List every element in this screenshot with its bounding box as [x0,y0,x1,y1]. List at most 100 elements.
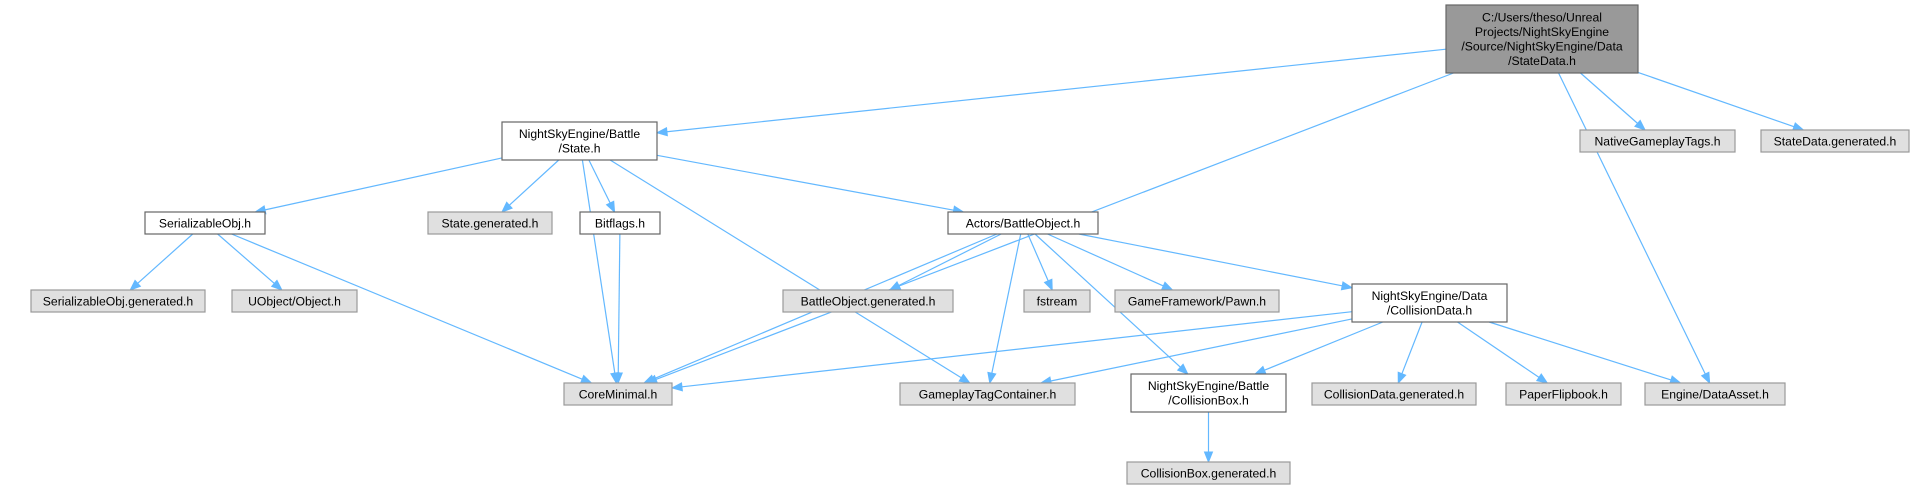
edge-line [1034,233,1181,368]
edge-line [666,48,1447,133]
node-serializablegen: SerializableObj.generated.h [30,289,206,313]
node-label: GameFramework/Pawn.h [1128,294,1266,308]
edge-collisiondata-to-coreminimal [670,311,1353,392]
edge-line [1580,72,1638,124]
edge-line [588,159,611,204]
node-box [1351,283,1508,323]
edge-line [1264,321,1384,371]
node-box [1644,382,1786,406]
edge-line [1558,72,1706,375]
node-label: /Source/NightSkyEngine/Data [1461,40,1622,54]
node-box [1130,373,1287,413]
node-label: UObject/Object.h [248,294,341,308]
node-box [1023,289,1091,313]
edge-line [617,233,621,374]
edge-root-to-state [655,48,1447,137]
edge-state-to-serializable [253,157,503,215]
node-box [231,289,358,313]
arrowhead-icon [987,371,997,385]
node-label: C:/Users/theso/Unreal [1482,11,1602,25]
arrowhead-icon [613,372,623,385]
node-box [782,289,954,313]
node-label: CollisionBox.generated.h [1141,466,1277,480]
edge-root-to-nativetags [1580,72,1647,131]
node-collisionbox[interactable]: NightSkyEngine/Battle/CollisionBox.h [1130,373,1287,413]
node-label: State.generated.h [442,216,539,230]
node-box [1505,382,1622,406]
node-label: GameplayTagContainer.h [919,387,1057,401]
arrowhead-icon [1791,122,1805,132]
arrowhead-icon [1043,278,1053,292]
node-box [1760,129,1910,153]
node-pawn: GameFramework/Pawn.h [1114,289,1280,313]
edge-line [898,233,1002,287]
arrowhead-icon [1397,371,1407,385]
node-label: CoreMinimal.h [579,387,658,401]
node-label: PaperFlipbook.h [1519,387,1608,401]
node-box [1311,382,1477,406]
node-box [1445,4,1639,74]
arrowhead-icon [501,201,513,213]
edge-line [1401,321,1423,374]
edge-line [137,233,194,284]
arrowhead-icon [1253,365,1267,375]
node-uobject: UObject/Object.h [231,289,358,313]
node-nativetags: NativeGameplayTags.h [1579,129,1736,153]
node-dataasset: Engine/DataAsset.h [1644,382,1786,406]
node-label: NightSkyEngine/Battle [519,127,640,141]
node-box [427,211,553,235]
node-battleobject[interactable]: Actors/BattleObject.h [947,211,1099,235]
edge-line [217,233,275,284]
arrowhead-icon [605,200,616,214]
arrowhead-icon [958,373,971,384]
node-box [501,121,658,161]
edge-root-to-statedatagen [1637,71,1805,132]
arrowhead-icon [1700,371,1711,385]
node-label: Projects/NightSkyEngine [1475,25,1609,39]
node-collisiondatagen: CollisionData.generated.h [1311,382,1477,406]
node-label: StateData.generated.h [1774,134,1897,148]
edge-battleobject-to-battleobjectgen [888,233,1002,291]
node-coreminimal: CoreMinimal.h [563,382,673,406]
edge-state-to-coreminimal [581,159,620,385]
edge-collisiondata-to-collisionbox [1253,321,1384,375]
arrowhead-icon [1160,281,1174,291]
node-box [579,211,661,235]
edge-state-to-battleobject [656,154,965,215]
node-bitflags[interactable]: Bitflags.h [579,211,661,235]
node-label: Bitflags.h [595,216,645,230]
node-box [947,211,1099,235]
node-stategen: State.generated.h [427,211,553,235]
edge-collisiondata-to-collisiondatagen [1397,321,1423,385]
edge-line [1457,321,1540,378]
edge-serializable-to-uobject [217,233,283,291]
arrowhead-icon [270,279,283,291]
edge-line [681,311,1353,388]
node-box [1114,289,1280,313]
arrowhead-icon [655,126,668,137]
node-label: /CollisionBox.h [1168,394,1249,408]
edge-line [1078,233,1343,287]
edge-root-to-dataasset [1558,72,1711,385]
edge-bitflags-to-coreminimal [613,233,623,385]
edge-battleobject-to-collisionbox [1034,233,1189,375]
node-state[interactable]: NightSkyEngine/Battle/State.h [501,121,658,161]
edge-battleobject-to-gameplaytag [987,233,1022,385]
edge-collisiondata-to-dataasset [1488,321,1682,385]
arrowhead-icon [1176,363,1189,375]
node-collisiondata[interactable]: NightSkyEngine/Data/CollisionData.h [1351,283,1508,323]
arrowhead-icon [888,281,902,291]
node-box [899,382,1076,406]
node-collisionboxgen: CollisionBox.generated.h [1126,461,1291,485]
edge-state-to-stategen [501,159,560,213]
node-statedatagen: StateData.generated.h [1760,129,1910,153]
edge-line [508,159,560,206]
node-root[interactable]: C:/Users/theso/UnrealProjects/NightSkyEn… [1445,4,1639,74]
arrowhead-icon [129,279,142,291]
node-box [30,289,206,313]
node-label: NightSkyEngine/Battle [1148,379,1269,393]
node-serializable[interactable]: SerializableObj.h [144,211,266,235]
node-box [563,382,673,406]
node-label: fstream [1037,294,1078,308]
